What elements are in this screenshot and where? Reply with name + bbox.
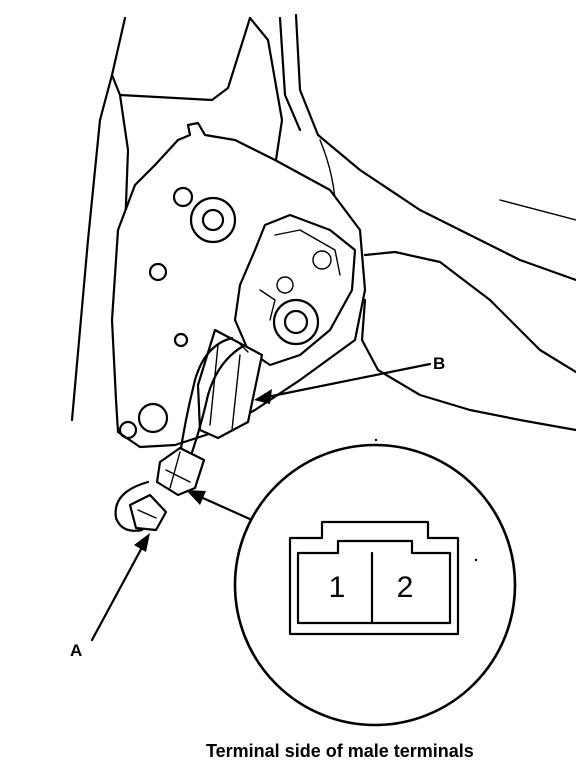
detail-caption: Terminal side of male terminals: [206, 741, 474, 761]
trim-panel: [360, 250, 576, 432]
callout-b: B: [433, 354, 445, 373]
harness-connector: [155, 446, 206, 497]
wire-harness: [178, 336, 249, 460]
regulator-plate: [110, 121, 367, 449]
leader-a: [90, 533, 150, 642]
detail-circle: [233, 443, 517, 727]
plate-hole: [173, 332, 189, 348]
plate-hole-large: [189, 196, 237, 244]
plate-hole: [148, 262, 168, 282]
motor-gear-housing: [272, 298, 320, 346]
door-frame: [70, 13, 576, 422]
connector-a: [114, 480, 168, 532]
connector-detail-view: 1 2: [233, 443, 517, 727]
connector-outline: [288, 520, 460, 636]
leader-b: [254, 362, 432, 404]
window-motor: [196, 213, 357, 440]
terminal-1-label: 1: [329, 571, 346, 604]
plate-hole: [137, 402, 169, 434]
callout-a: A: [70, 641, 82, 660]
plate-hole: [172, 186, 194, 208]
terminal-2-label: 2: [397, 571, 414, 604]
plate-hole: [118, 420, 138, 440]
leader-connector-view: [186, 490, 254, 522]
